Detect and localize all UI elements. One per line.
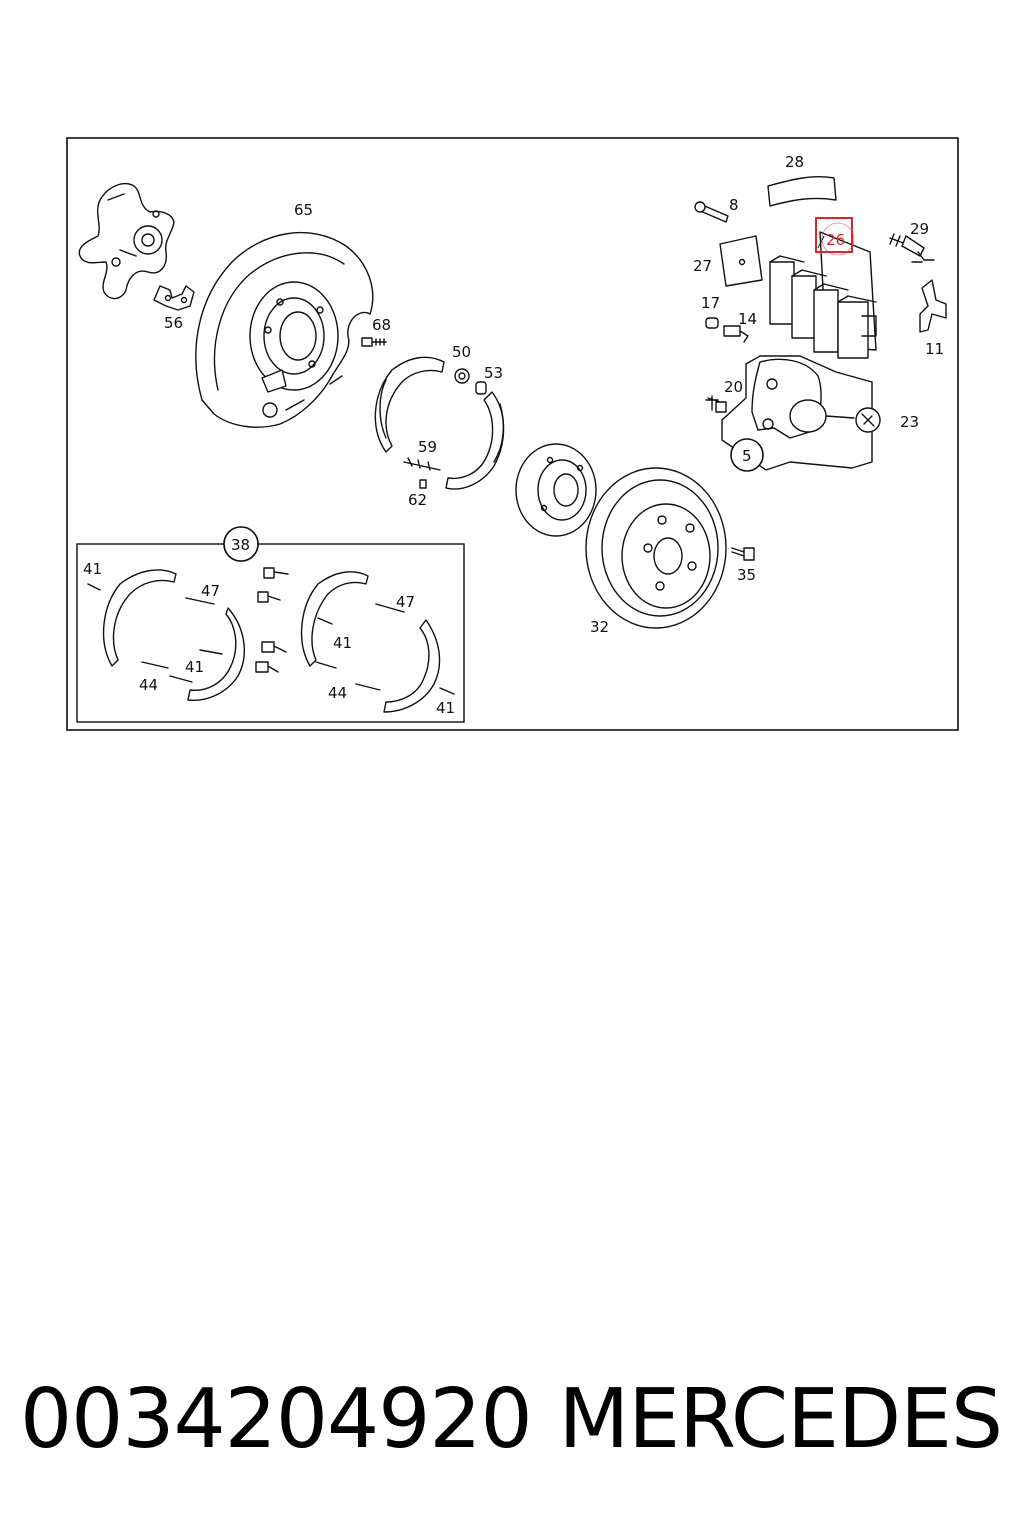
pin-8 — [694, 201, 729, 223]
callout-17: 17 — [701, 294, 720, 312]
callout-44-a: 44 — [139, 676, 158, 694]
callout-circle-26 — [821, 222, 855, 256]
spring-11 — [919, 279, 947, 333]
callout-labels: 65 56 68 50 53 59 62 28 8 29 26 27 17 14… — [83, 153, 944, 717]
wear-sensor-29 — [889, 233, 935, 263]
callout-53: 53 — [484, 364, 503, 382]
callout-41-a: 41 — [83, 560, 102, 578]
highlight-box-26 — [815, 217, 853, 253]
callout-29: 29 — [910, 220, 929, 238]
wheel-hub — [515, 443, 597, 537]
callout-50: 50 — [452, 343, 471, 361]
parking-brake-shoes — [374, 356, 505, 490]
callout-27: 27 — [693, 257, 712, 275]
callout-20: 20 — [724, 378, 743, 396]
callout-41-b: 41 — [185, 658, 204, 676]
bracket-56 — [153, 285, 195, 311]
parking-brake-kit-right — [300, 571, 455, 713]
backing-plate — [195, 231, 374, 428]
guide-bolts — [705, 317, 749, 343]
callout-47-b: 47 — [396, 593, 415, 611]
parking-brake-kit-left — [87, 569, 245, 701]
bolt-68 — [361, 337, 387, 347]
parking-brake-kit-box — [76, 543, 465, 723]
callout-28: 28 — [785, 153, 804, 171]
callout-11: 11 — [925, 340, 944, 358]
callout-circle-5 — [730, 438, 764, 472]
callout-41-c: 41 — [333, 634, 352, 652]
callout-68: 68 — [372, 316, 391, 334]
callout-35: 35 — [737, 566, 756, 584]
steering-knuckle — [78, 182, 175, 300]
brand-name: MERCEDES — [558, 1372, 1003, 1467]
callout-44-b: 44 — [328, 684, 347, 702]
callout-5: 5 — [742, 447, 752, 465]
callout-8: 8 — [729, 196, 739, 214]
callout-56: 56 — [164, 314, 183, 332]
parking-brake-kit-hardware — [255, 567, 289, 673]
callout-26: 26 — [826, 231, 845, 249]
screw-35 — [731, 547, 755, 561]
callout-47-a: 47 — [201, 582, 220, 600]
product-footer: 0034204920 MERCEDES — [0, 1365, 1024, 1475]
callout-62: 62 — [408, 491, 427, 509]
callout-14: 14 — [738, 310, 757, 328]
brake-pads — [719, 176, 877, 359]
brake-disc — [585, 467, 727, 629]
callout-65: 65 — [294, 201, 313, 219]
callout-41-d: 41 — [436, 699, 455, 717]
part-number: 0034204920 — [20, 1372, 533, 1467]
callout-59: 59 — [418, 438, 437, 456]
callout-38: 38 — [231, 536, 250, 554]
callout-32: 32 — [590, 618, 609, 636]
callout-23: 23 — [900, 413, 919, 431]
brake-caliper — [705, 355, 881, 471]
brake-parts-diagram: 65 56 68 50 53 59 62 28 8 29 26 27 17 14… — [66, 137, 959, 731]
